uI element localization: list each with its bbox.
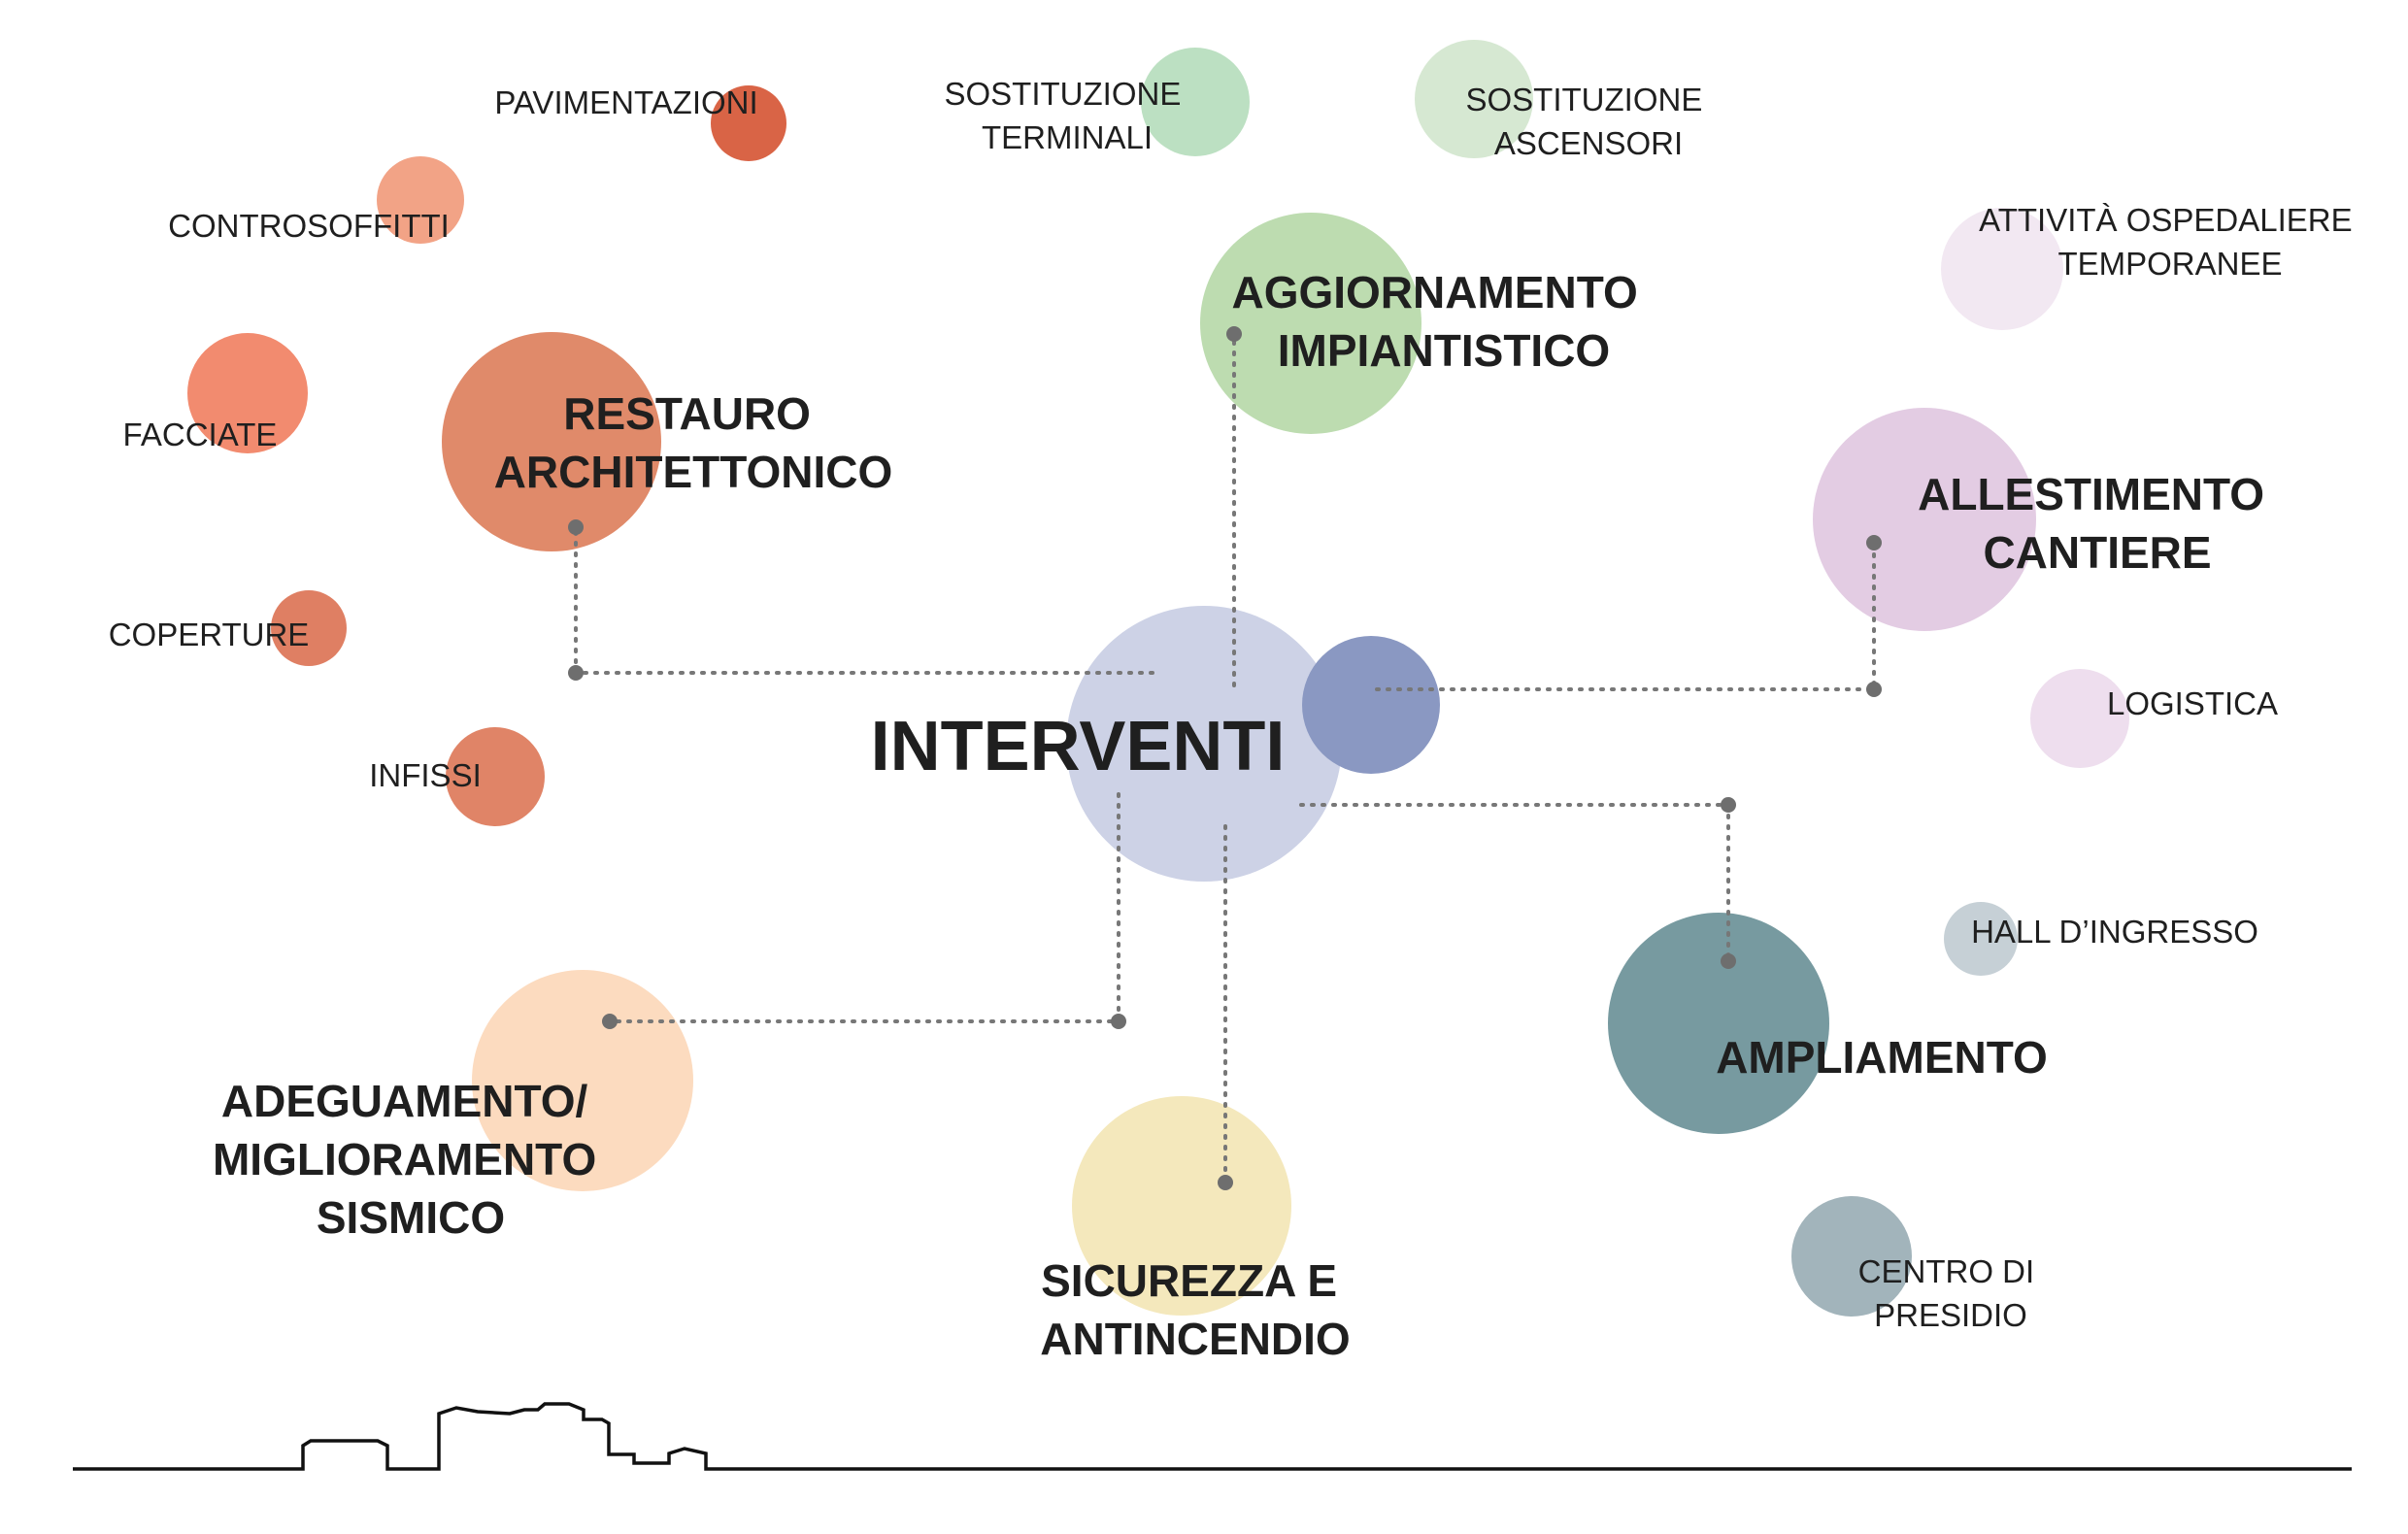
- connector-restauro: [574, 525, 1154, 675]
- connector-dot: [1866, 682, 1882, 697]
- bubble-pavimentazioni: [711, 85, 786, 161]
- label-centro-presidio: CENTRO DI PRESIDIO: [1858, 1253, 2044, 1333]
- connector-dot: [568, 519, 584, 535]
- bubble-allestimento: [1813, 408, 2036, 631]
- label-sicurezza: SICUREZZA E ANTINCENDIO: [1040, 1255, 1350, 1364]
- bubble-sicurezza: [1072, 1096, 1291, 1316]
- label-pavimentazioni: PAVIMENTAZIONI: [494, 84, 757, 120]
- bubble-facciate: [187, 333, 308, 453]
- bubble-coperture: [271, 590, 347, 666]
- bubble-restauro: [442, 332, 661, 551]
- bubble-centro-presidio: [1791, 1196, 1912, 1317]
- connector-dot: [602, 1014, 618, 1029]
- bubble-logistica: [2030, 669, 2129, 768]
- connectors: [568, 326, 1882, 1190]
- connector-dot: [1866, 535, 1882, 550]
- bubble-interventi: [1066, 606, 1342, 882]
- connector-dot: [1226, 326, 1242, 342]
- bubble-controsoffitti: [377, 156, 464, 244]
- label-hall-ingresso: HALL D’INGRESSO: [1971, 914, 2258, 950]
- bubble-ampliamento: [1608, 913, 1829, 1134]
- label-coperture: COPERTURE: [109, 617, 310, 652]
- connector-allestimento: [1375, 541, 1876, 691]
- connector-dot: [568, 665, 584, 681]
- label-restauro: RESTAURO ARCHITETTONICO: [494, 388, 893, 497]
- label-adeguamento: ADEGUAMENTO/ MIGLIORAMENTO SISMICO: [213, 1076, 609, 1243]
- label-logistica: LOGISTICA: [2107, 685, 2278, 721]
- label-sostituzione-terminali: SOSTITUZIONE TERMINALI: [944, 76, 1189, 155]
- label-facciate: FACCIATE: [123, 417, 278, 452]
- label-attivita-ospedaliere: ATTIVITÀ OSPEDALIERE TEMPORANEE: [1979, 202, 2361, 282]
- label-ampliamento: AMPLIAMENTO: [1716, 1032, 2048, 1083]
- label-aggiornamento: AGGIORNAMENTO IMPIANTISTICO: [1231, 267, 1650, 376]
- bubble-aggiornamento: [1200, 213, 1421, 434]
- label-infissi: INFISSI: [369, 757, 482, 793]
- connector-dot: [1721, 953, 1736, 969]
- center-label: INTERVENTI: [871, 708, 1286, 785]
- bubble-infissi: [446, 727, 545, 826]
- bubble-attivita-ospedaliere: [1941, 208, 2063, 330]
- bubble-adeguamento: [472, 970, 693, 1191]
- connector-dot: [1218, 1175, 1233, 1190]
- label-sostituzione-ascensori: SOSTITUZIONE ASCENSORI: [1465, 82, 1711, 161]
- label-allestimento: ALLESTIMENTO CANTIERE: [1918, 469, 2277, 578]
- labels: INTERVENTI RESTAURO ARCHITETTONICO AGGIO…: [109, 76, 2361, 1364]
- bubble-interventi-accent: [1302, 636, 1440, 774]
- bubble-hall-ingresso: [1944, 902, 2018, 976]
- connector-dot: [1721, 797, 1736, 813]
- skyline-outline: [73, 1402, 2352, 1471]
- connector-adeguamento: [608, 792, 1120, 1023]
- bubble-sostituzione-terminali: [1141, 48, 1250, 156]
- label-controsoffitti: CONTROSOFFITTI: [168, 208, 450, 244]
- bubbles: [187, 40, 2129, 1317]
- connector-dot: [1111, 1014, 1126, 1029]
- bubble-sostituzione-ascensori: [1415, 40, 1533, 158]
